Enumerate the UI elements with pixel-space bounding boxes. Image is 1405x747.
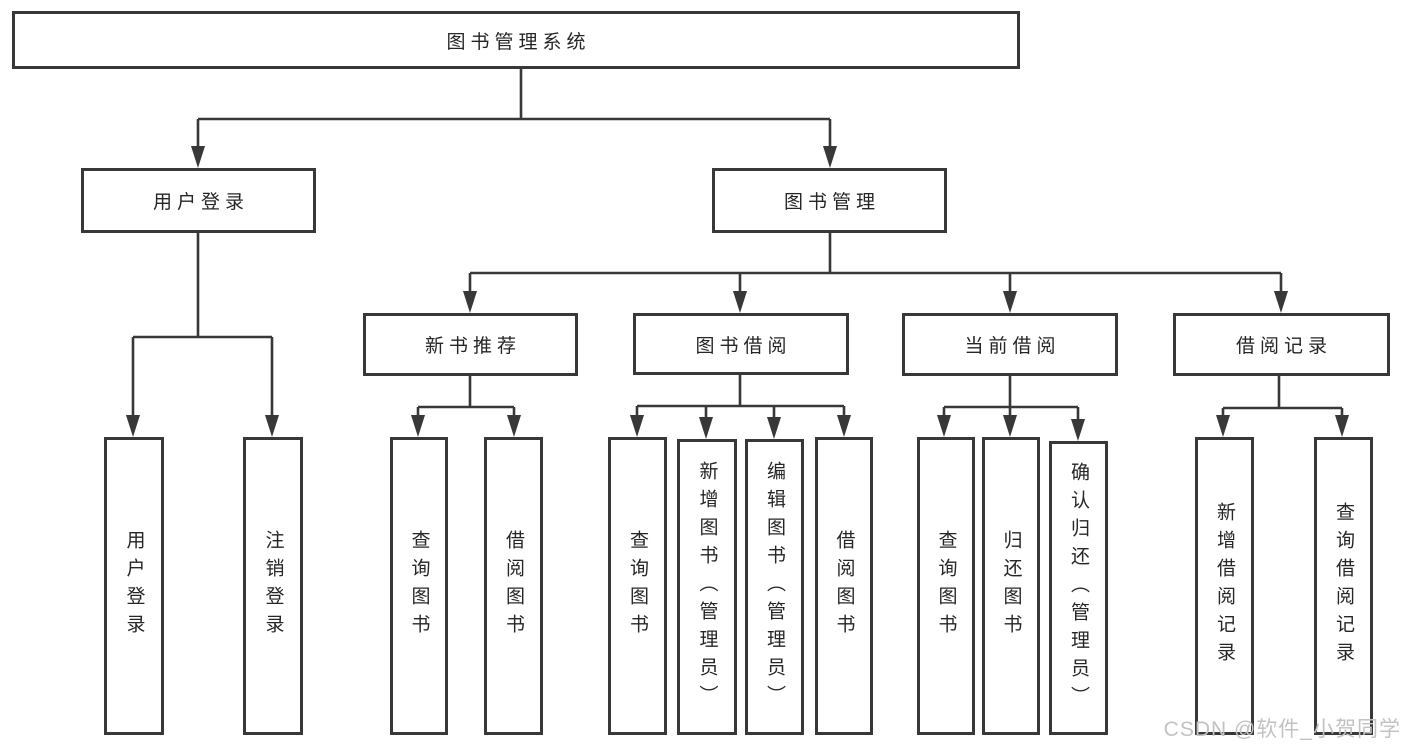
leaf-query-books-recommend: 查询图书 bbox=[390, 437, 448, 735]
leaf-add-borrow-record: 新增借阅记录 bbox=[1195, 437, 1254, 735]
leaf-edit-book-admin-label: 编辑图书（管理员） bbox=[764, 461, 785, 713]
arrowheads bbox=[126, 146, 1349, 441]
leaf-borrow-books-borrow-label: 借阅图书 bbox=[833, 530, 855, 642]
node-current-borrow-label: 当前借阅 bbox=[964, 336, 1061, 357]
leaf-query-books-current: 查询图书 bbox=[917, 437, 975, 735]
node-new-book-recommend: 新书推荐 bbox=[363, 313, 578, 376]
leaf-return-book-label: 归还图书 bbox=[1000, 530, 1022, 642]
node-new-book-recommend-label: 新书推荐 bbox=[424, 336, 521, 357]
connector-new-book-recommend bbox=[416, 376, 516, 416]
leaf-borrow-books-recommend: 借阅图书 bbox=[484, 437, 543, 735]
node-root-label: 图书管理系统 bbox=[446, 31, 591, 53]
node-user-login: 用户登录 bbox=[81, 168, 316, 233]
node-book-management: 图书管理 bbox=[712, 168, 947, 233]
leaf-query-books-borrow: 查询图书 bbox=[608, 437, 667, 735]
node-user-login-label: 用户登录 bbox=[152, 192, 249, 213]
leaf-return-book: 归还图书 bbox=[982, 437, 1040, 735]
leaf-borrow-books-recommend-label: 借阅图书 bbox=[503, 530, 524, 642]
connector-user-login bbox=[131, 233, 274, 416]
leaf-logout: 注销登录 bbox=[243, 437, 303, 735]
node-current-borrow: 当前借阅 bbox=[902, 313, 1118, 376]
leaf-add-book-admin: 新增图书（管理员） bbox=[677, 439, 737, 735]
connector-borrow-records bbox=[1221, 376, 1344, 416]
leaf-query-books-recommend-label: 查询图书 bbox=[408, 530, 430, 642]
connector-book-management bbox=[468, 233, 1283, 292]
leaf-add-borrow-record-label: 新增借阅记录 bbox=[1214, 502, 1235, 670]
node-borrow-records-label: 借阅记录 bbox=[1235, 336, 1332, 357]
leaf-logout-label: 注销登录 bbox=[262, 530, 284, 642]
node-root: 图书管理系统 bbox=[12, 11, 1020, 69]
leaf-borrow-books-borrow: 借阅图书 bbox=[815, 437, 873, 735]
node-book-borrow: 图书借阅 bbox=[633, 313, 849, 375]
leaf-user-login: 用户登录 bbox=[104, 437, 164, 735]
leaf-query-books-borrow-label: 查询图书 bbox=[627, 530, 648, 642]
leaf-user-login-label: 用户登录 bbox=[123, 530, 145, 642]
leaf-edit-book-admin: 编辑图书（管理员） bbox=[745, 439, 804, 735]
node-borrow-records: 借阅记录 bbox=[1173, 313, 1390, 376]
node-book-borrow-label: 图书借阅 bbox=[695, 335, 792, 357]
leaf-confirm-return-admin-label: 确认归还（管理员） bbox=[1068, 462, 1089, 714]
node-book-management-label: 图书管理 bbox=[783, 192, 880, 213]
leaf-add-book-admin-label: 新增图书（管理员） bbox=[696, 461, 718, 713]
leaf-query-borrow-record-label: 查询借阅记录 bbox=[1333, 502, 1354, 670]
csdn-watermark: CSDN @软件_小贺同学 bbox=[1163, 718, 1401, 741]
leaf-confirm-return-admin: 确认归还（管理员） bbox=[1049, 441, 1108, 735]
leaf-query-borrow-record: 查询借阅记录 bbox=[1314, 437, 1373, 735]
connector-current-borrow bbox=[942, 376, 1080, 420]
connector-book-borrow bbox=[635, 374, 846, 418]
leaf-query-books-current-label: 查询图书 bbox=[935, 530, 957, 642]
connector-root bbox=[196, 69, 832, 147]
